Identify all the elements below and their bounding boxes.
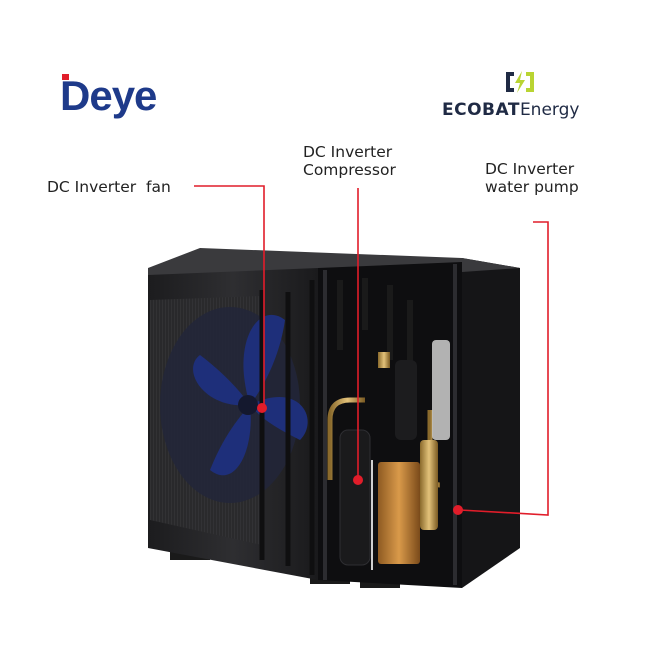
ecobat-wordmark: ECOBATEnergy [442, 100, 579, 120]
deye-logo-text: Deye [60, 72, 157, 119]
callout-pump-line1: DC Inverter [485, 160, 575, 178]
pump-leader-line [459, 221, 549, 516]
deye-logo-dot [62, 74, 69, 80]
bay-frame [323, 264, 457, 585]
compressor-dot [353, 475, 363, 485]
ecobat-wordmark-bold: ECOBAT [442, 100, 520, 120]
callout-pump-line2: water pump [485, 178, 579, 196]
fan-dot [257, 403, 267, 413]
heat-exchanger [378, 462, 420, 564]
compressor-body [339, 429, 371, 566]
water-pump-housing [420, 440, 438, 530]
pump-dot [453, 505, 463, 515]
battery-bolt-icon [506, 71, 534, 93]
accumulator [395, 360, 417, 440]
callout-fan: DC Inverter fan [47, 178, 171, 196]
callout-fan-label: DC Inverter fan [47, 178, 171, 196]
fan-leader-line [194, 185, 265, 405]
deye-logo: Deye [60, 72, 157, 120]
fan-hub [238, 395, 258, 415]
callout-compressor: DC Inverter Compressor [303, 143, 396, 179]
callout-compressor-line1: DC Inverter [303, 143, 393, 161]
unit-side-panel [462, 258, 520, 588]
callout-leader-lines [194, 185, 549, 516]
fan-frame [259, 280, 315, 575]
callout-compressor-line2: Compressor [303, 161, 396, 179]
ecobat-wordmark-rest: Energy [519, 100, 580, 120]
callout-water-pump: DC Inverter water pump [485, 160, 579, 196]
callout-dots [257, 403, 463, 515]
ecobat-logo: ECOBATEnergy [440, 68, 605, 128]
